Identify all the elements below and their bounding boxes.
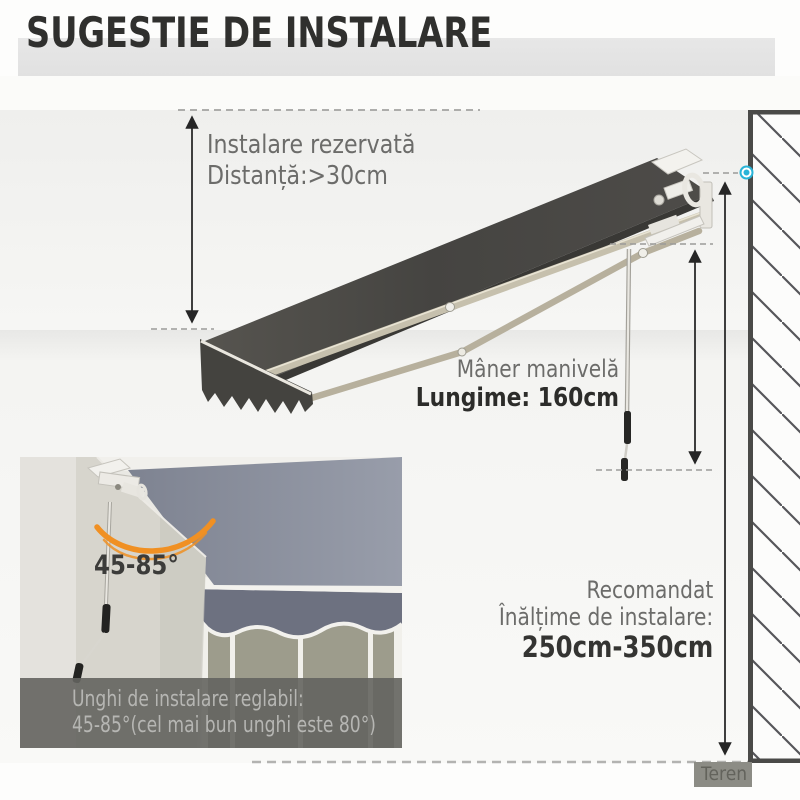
crank-eyelet — [682, 172, 706, 208]
inset-caption-line2: 45-85°(cel mai bun unghi este 80°) — [72, 713, 377, 738]
mount-point-dot — [739, 165, 754, 180]
crank-line2: Lungime: 160cm — [415, 383, 619, 413]
crank-knob — [621, 458, 628, 481]
inset-angle-label: 45-85° — [94, 550, 179, 581]
crank-grip — [624, 411, 631, 444]
crank-handle — [621, 248, 632, 481]
height-line2: Înălțime de instalare: — [498, 603, 713, 631]
arm-joint — [445, 302, 455, 312]
title-highlight-band — [18, 38, 775, 76]
annotation-install-height: Recomandat Înălțime de instalare: 250cm-… — [498, 576, 713, 664]
height-line3: 250cm-350cm — [521, 630, 713, 664]
crank-line1: Mâner manivelă — [456, 355, 619, 383]
background-band — [0, 76, 800, 110]
awning-illustration — [200, 148, 714, 481]
reserved-line1: Instalare rezervată — [207, 130, 416, 160]
arm-elbow-joint — [638, 248, 648, 258]
inset-bracket — [86, 458, 148, 501]
valance-top-rail — [200, 339, 312, 396]
arm-joint — [457, 347, 467, 357]
annotation-crank-length: Mâner manivelă Lungime: 160cm — [416, 355, 619, 413]
background-top — [0, 0, 800, 38]
background-shadow-band — [0, 330, 800, 362]
annotation-reserved-distance: Instalare rezervată Distanță:>30cm — [207, 130, 415, 192]
inset-caption-band: Unghi de instalare reglabil: 45-85°(cel … — [20, 678, 402, 748]
page-title: SUGESTIE DE INSTALARE — [26, 8, 493, 57]
inset-valance-wave-edge — [194, 614, 402, 640]
awning-arm-lower — [301, 227, 703, 404]
wall-bracket — [644, 148, 713, 247]
background-bottom — [0, 763, 800, 800]
ground-label: Teren — [694, 762, 752, 787]
awning-valance — [200, 339, 313, 414]
inset-valance — [192, 589, 402, 638]
wall-hatched — [748, 110, 800, 763]
angle-arc-icon — [94, 518, 216, 561]
roller-highlight — [232, 210, 707, 384]
height-line1: Recomandat — [586, 576, 713, 604]
inset-caption-line1: Unghi de instalare reglabil: — [72, 687, 304, 712]
inset-crank-handle — [72, 501, 112, 684]
awning-fabric — [205, 158, 711, 383]
reserved-line2: Distanță:>30cm — [207, 161, 388, 191]
